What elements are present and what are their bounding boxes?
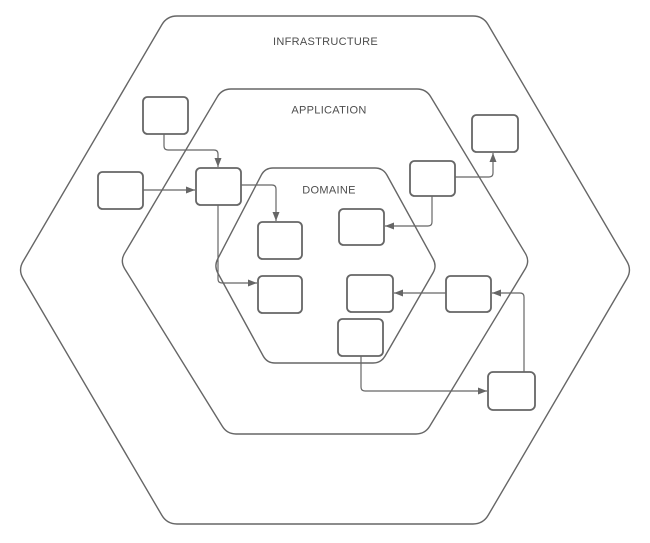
edge-infra-bottom-right-to-app-mid-right[interactable] <box>492 289 525 372</box>
domain-hexagon[interactable] <box>215 167 436 364</box>
edge-app-right-to-infra-top-right[interactable] <box>455 153 497 178</box>
domaine-label: DOMAINE <box>302 185 355 197</box>
layer-hexagons <box>19 15 631 525</box>
edge-app-left-to-domain-mid-left[interactable] <box>217 205 257 287</box>
node-domain-bottom[interactable] <box>337 318 384 357</box>
application-label: APPLICATION <box>291 105 366 117</box>
edge-app-right-to-domain-upper-right[interactable] <box>385 196 433 230</box>
node-infra-bottom-right[interactable] <box>487 371 536 411</box>
node-domain-upper-right[interactable] <box>338 208 385 246</box>
application-hexagon[interactable] <box>121 88 529 435</box>
node-app-mid-right[interactable] <box>445 275 492 313</box>
edge-infra-top-left-to-app-left[interactable] <box>163 134 222 167</box>
nodes <box>97 96 536 411</box>
node-infra-left[interactable] <box>97 171 144 210</box>
node-infra-top-left[interactable] <box>142 96 189 135</box>
node-infra-top-right[interactable] <box>471 114 519 153</box>
node-app-left[interactable] <box>195 167 242 206</box>
edge-domain-bottom-to-infra-bottom-right[interactable] <box>360 356 487 395</box>
node-domain-mid-left[interactable] <box>257 275 303 314</box>
edges <box>143 134 525 395</box>
infrastructure-label: INFRASTRUCTURE <box>273 36 378 48</box>
infrastructure-hexagon[interactable] <box>19 15 631 525</box>
node-app-right[interactable] <box>409 160 456 197</box>
node-domain-upper-left[interactable] <box>257 221 303 260</box>
layer-labels: INFRASTRUCTURE APPLICATION DOMAINE <box>273 36 378 197</box>
node-domain-mid-right[interactable] <box>346 274 394 313</box>
edge-app-left-to-domain-upper-left[interactable] <box>241 184 280 221</box>
